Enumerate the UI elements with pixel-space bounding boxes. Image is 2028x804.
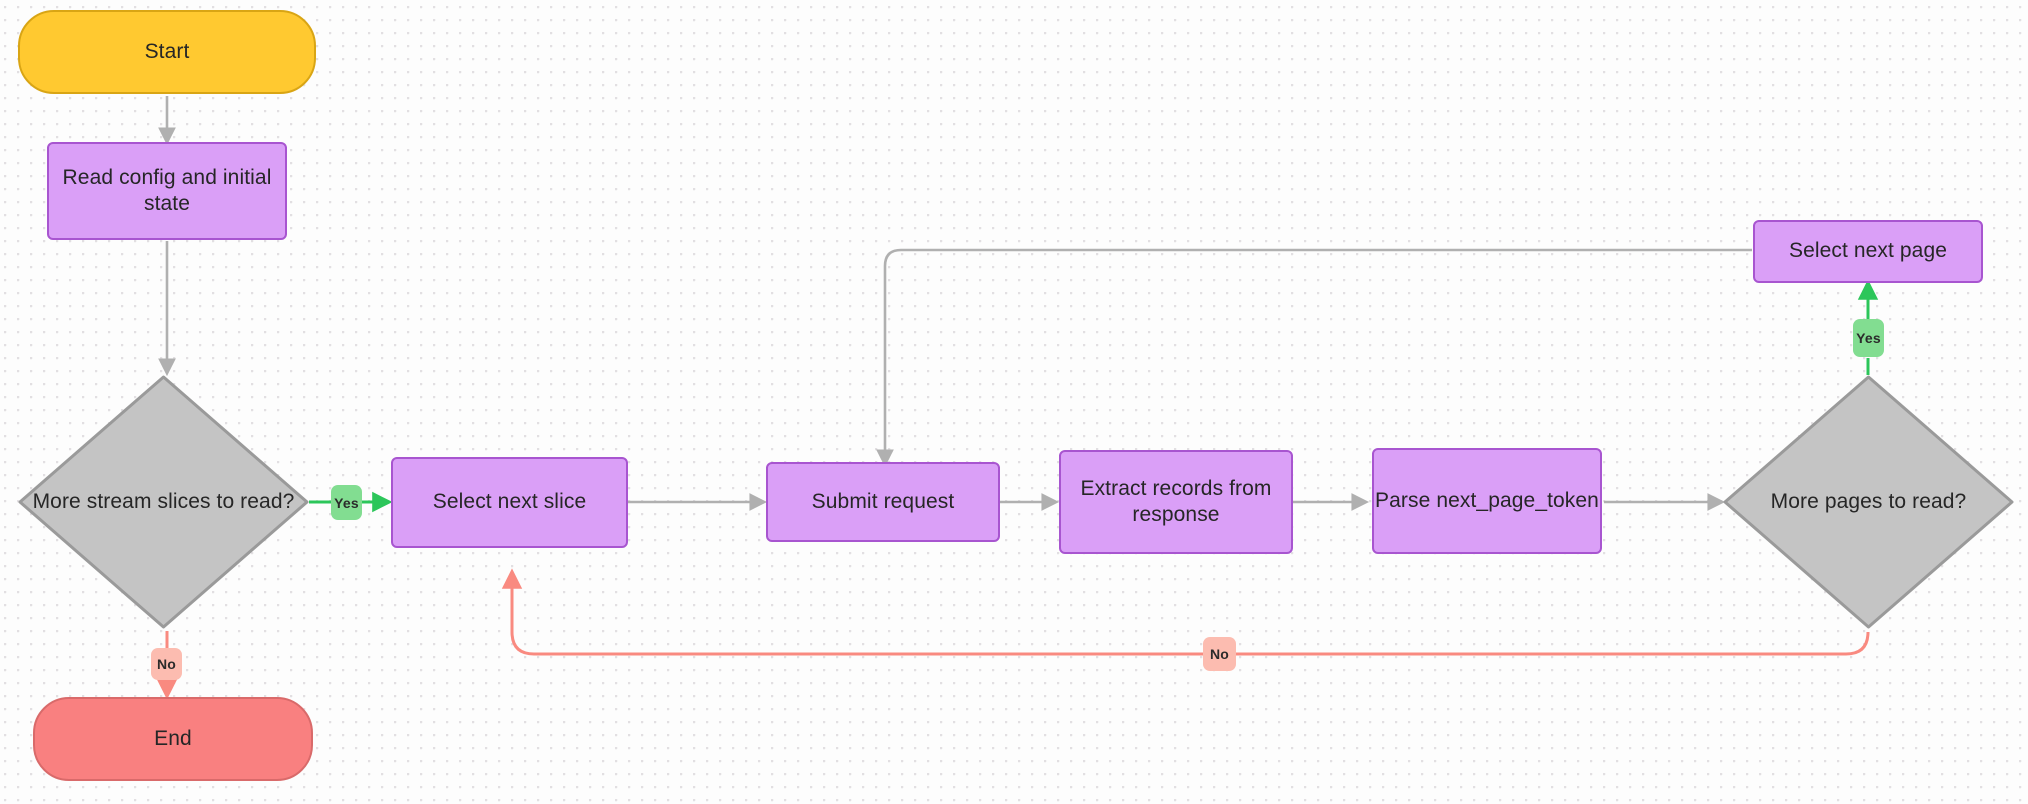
edge-select-page-to-submit-feedback [876, 248, 1752, 468]
node-start-label: Start [144, 39, 190, 63]
node-select-next-slice[interactable]: Select next slice [391, 457, 628, 548]
node-start[interactable]: Start [18, 10, 316, 94]
node-read-config-label: Read config and initial state [62, 165, 272, 215]
node-end-label: End [154, 726, 192, 750]
edge-label-pages-no-text: No [1209, 646, 1230, 662]
edge-label-slices-yes-text: Yes [334, 494, 359, 511]
node-parse-next-page-token-label: Parse next_page_token [1375, 488, 1599, 512]
edge-label-slices-no-text: No [156, 656, 177, 672]
node-submit-request-label: Submit request [811, 489, 955, 513]
node-select-next-slice-label: Select next slice [432, 490, 587, 514]
node-select-next-page[interactable]: Select next page [1753, 220, 1983, 283]
edge-label-pages-yes-text: Yes [1856, 330, 1881, 346]
node-read-config[interactable]: Read config and initial state [47, 142, 287, 240]
node-submit-request[interactable]: Submit request [766, 462, 1000, 542]
edge-label-pages-no: No [1203, 637, 1236, 671]
node-more-stream-slices-label: More stream slices to read? [32, 489, 295, 513]
node-more-pages[interactable]: More pages to read? [1722, 374, 2015, 630]
edge-label-slices-no: No [151, 648, 182, 680]
node-end[interactable]: End [33, 697, 313, 781]
node-extract-records[interactable]: Extract records from response [1059, 450, 1293, 554]
node-more-pages-label: More pages to read? [1770, 489, 1967, 513]
edge-label-pages-yes: Yes [1853, 319, 1884, 357]
edge-more-pages-no-to-select-slice [501, 568, 1870, 656]
node-extract-records-label: Extract records from response [1080, 476, 1272, 526]
node-select-next-page-label: Select next page [1788, 239, 1948, 263]
node-more-stream-slices[interactable]: More stream slices to read? [17, 374, 310, 630]
edge-label-slices-yes: Yes [331, 485, 362, 520]
node-parse-next-page-token[interactable]: Parse next_page_token [1372, 448, 1602, 554]
decision-diamond-shape [18, 375, 309, 629]
